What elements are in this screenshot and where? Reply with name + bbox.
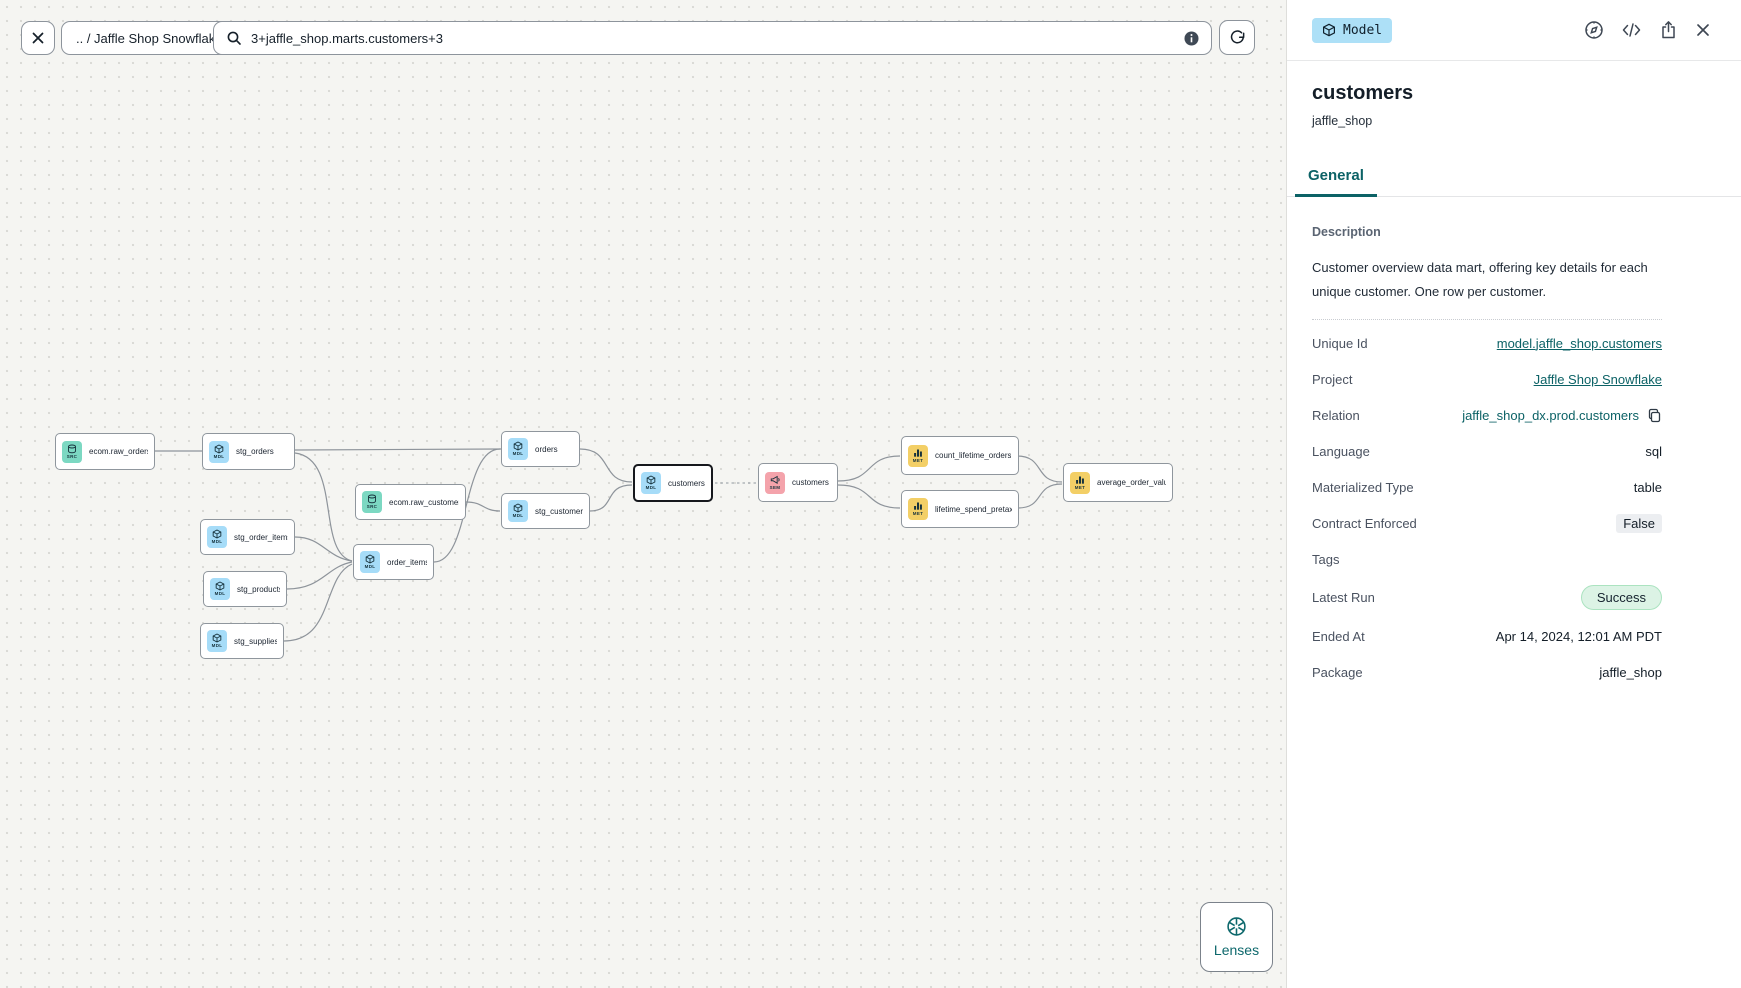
metric-node-icon: MET (1070, 471, 1090, 494)
field-row-tags: Tags (1312, 551, 1340, 567)
description-label: Description (1312, 225, 1381, 239)
close-panel-icon[interactable] (1695, 22, 1711, 38)
node-ecom-raw-customers[interactable]: SRC ecom.raw_customers (355, 484, 466, 520)
search-icon (226, 30, 242, 46)
refresh-button[interactable] (1219, 20, 1255, 55)
description-text: Customer overview data mart, offering ke… (1312, 260, 1648, 299)
field-row-latest-run: Latest Run Success (1312, 577, 1662, 618)
panel-header: Model (1287, 0, 1741, 61)
node-order-items[interactable]: MDL order_items (353, 544, 434, 580)
field-row-package: Package jaffle_shop (1312, 664, 1662, 680)
refresh-icon (1229, 29, 1246, 46)
contract-enforced-badge: False (1616, 513, 1662, 533)
resource-type-badge: Model (1312, 17, 1393, 43)
general-tab-content: Description Customer overview data mart,… (1287, 197, 1741, 690)
package-value: jaffle_shop (1599, 664, 1662, 680)
language-value: sql (1645, 443, 1662, 459)
model-node-icon: MDL (508, 500, 528, 522)
source-node-icon: SRC (362, 491, 382, 513)
node-stg-supplies[interactable]: MDL stg_supplies (200, 623, 284, 659)
node-customers-semantic[interactable]: SEM customers (758, 463, 838, 502)
field-row-language: Language sql (1312, 443, 1662, 459)
details-panel: Model customers jaffle_shop General Desc… (1286, 0, 1741, 988)
copy-icon[interactable] (1647, 408, 1662, 423)
node-count-lifetime-orders[interactable]: MET count_lifetime_orders (901, 436, 1019, 475)
node-stg-customers[interactable]: MDL stg_customers (501, 493, 590, 529)
field-row-relation: Relation jaffle_shop_dx.prod.customers (1312, 397, 1662, 433)
package-subtitle: jaffle_shop (1312, 114, 1373, 128)
search-input[interactable] (251, 30, 1175, 46)
node-ecom-raw-orders[interactable]: SRC ecom.raw_orders (55, 433, 155, 470)
unique-id-link[interactable]: model.jaffle_shop.customers (1496, 335, 1662, 351)
divider (1312, 319, 1662, 320)
metric-node-icon: MET (908, 444, 928, 467)
lenses-label: Lenses (1213, 942, 1260, 958)
explore-lineage-icon[interactable] (1584, 20, 1604, 40)
close-lineage-button[interactable] (21, 21, 55, 55)
relation-value[interactable]: jaffle_shop_dx.prod.customers (1462, 407, 1639, 423)
metric-node-icon: MET (908, 498, 928, 520)
field-row-contract-enforced: Contract Enforced False (1312, 505, 1662, 541)
breadcrumb[interactable]: .. / Jaffle Shop Snowflake (61, 21, 238, 55)
lenses-button[interactable]: Lenses (1200, 902, 1273, 972)
code-icon[interactable] (1621, 21, 1642, 39)
node-stg-orders[interactable]: MDL stg_orders (202, 433, 295, 470)
model-node-icon: MDL (210, 578, 230, 600)
model-node-icon: MDL (360, 551, 380, 573)
lineage-search (213, 21, 1212, 55)
model-node-icon: MDL (207, 526, 227, 548)
project-link[interactable]: Jaffle Shop Snowflake (1533, 371, 1662, 387)
share-icon[interactable] (1659, 20, 1678, 40)
field-row-project: Project Jaffle Shop Snowflake (1312, 371, 1662, 387)
node-orders[interactable]: MDL orders (501, 431, 580, 467)
node-lifetime-spend-pretax[interactable]: MET lifetime_spend_pretax (901, 490, 1019, 528)
node-stg-order-items[interactable]: MDL stg_order_items (200, 519, 295, 555)
close-icon (31, 31, 45, 45)
tab-general[interactable]: General (1295, 158, 1377, 197)
tab-bar: General (1287, 158, 1741, 197)
materialized-type-value: table (1633, 479, 1662, 495)
model-node-icon: MDL (641, 472, 661, 494)
field-row-unique-id: Unique Id model.jaffle_shop.customers (1312, 335, 1662, 351)
source-node-icon: SRC (62, 440, 82, 463)
lineage-canvas[interactable]: SRC ecom.raw_orders MDL stg_orders SRC e… (0, 0, 1286, 988)
semantic-model-node-icon: SEM (765, 471, 785, 494)
model-node-icon: MDL (209, 440, 229, 463)
node-customers-selected[interactable]: MDL customers (633, 464, 713, 502)
field-row-ended-at: Ended At Apr 14, 2024, 12:01 AM PDT (1312, 628, 1662, 644)
model-cube-icon (1322, 23, 1336, 37)
ended-at-value: Apr 14, 2024, 12:01 AM PDT (1495, 628, 1662, 644)
node-average-order-value[interactable]: MET average_order_value (1063, 463, 1173, 502)
info-icon[interactable] (1184, 31, 1199, 46)
model-node-icon: MDL (508, 438, 528, 460)
page-title: customers (1312, 82, 1414, 104)
field-row-materialized-type: Materialized Type table (1312, 479, 1662, 495)
model-node-icon: MDL (207, 630, 227, 652)
status-badge: Success (1580, 585, 1662, 610)
node-stg-products[interactable]: MDL stg_products (203, 571, 287, 607)
lenses-aperture-icon (1226, 916, 1247, 937)
